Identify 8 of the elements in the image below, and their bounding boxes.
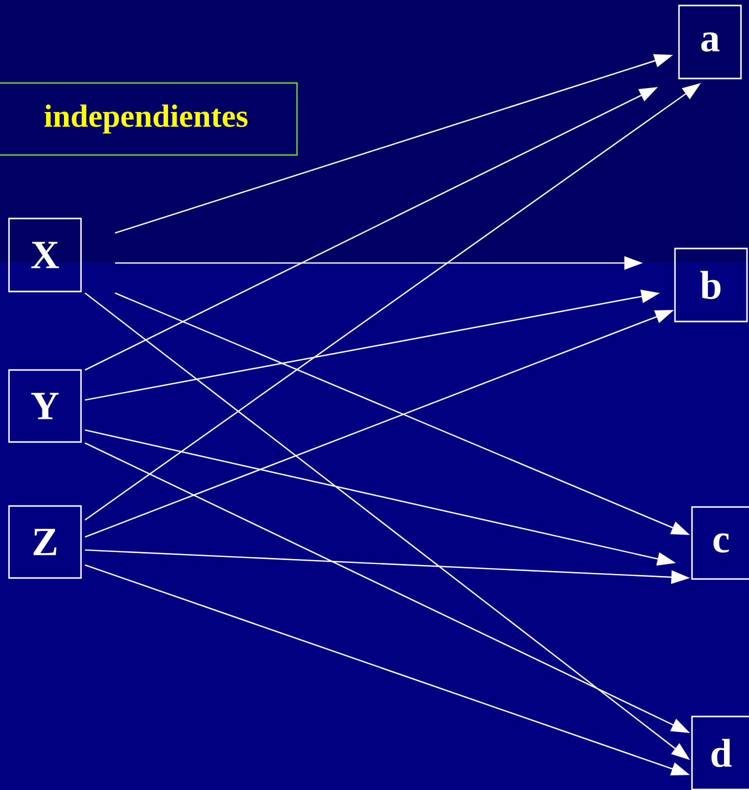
letter-box: Y (8, 369, 82, 443)
letter-box: a (678, 4, 742, 80)
letter-box: d (691, 716, 749, 790)
letter-box: c (691, 506, 749, 580)
letter-box: Z (8, 505, 82, 579)
letter-box: b (674, 248, 748, 322)
label-box: independientes (0, 82, 298, 156)
letter-box: X (8, 218, 82, 292)
